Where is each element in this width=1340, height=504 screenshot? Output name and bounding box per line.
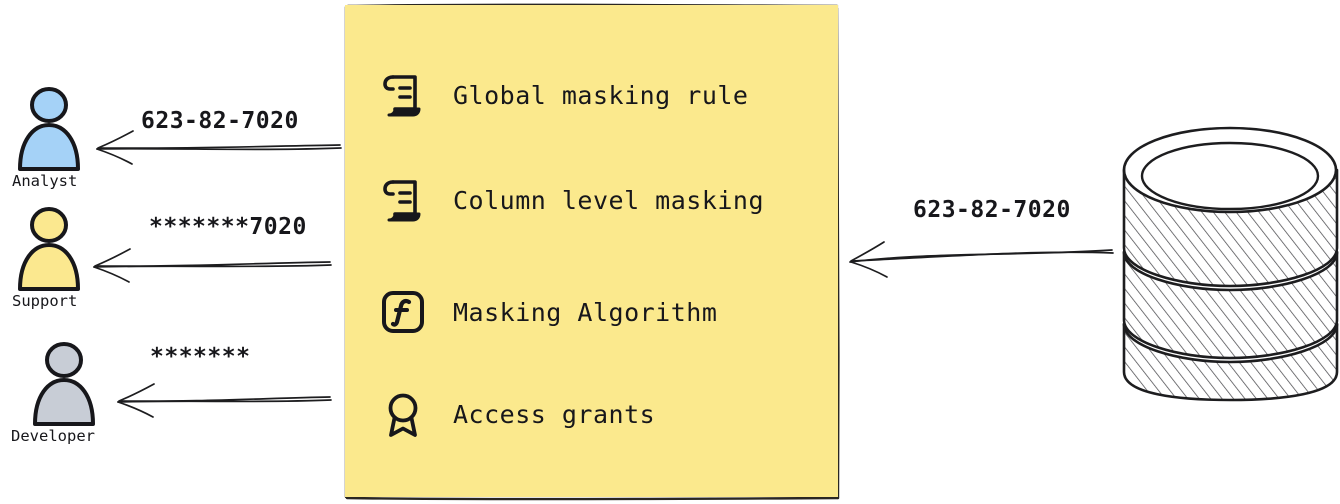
actor-developer[interactable]: Developer bbox=[11, 340, 145, 445]
actor-analyst[interactable]: Analyst bbox=[10, 85, 130, 190]
masking-policy-panel: Global masking rule Column level masking bbox=[345, 5, 838, 497]
policy-item-label: Column level masking bbox=[453, 185, 765, 215]
flow-label-db-to-panel: 623-82-7020 bbox=[913, 197, 1071, 223]
database-inner-rim bbox=[1140, 141, 1320, 211]
policy-item-label: Masking Algorithm bbox=[453, 297, 718, 327]
flow-label-panel-to-support: *******7020 bbox=[149, 214, 307, 240]
scroll-icon bbox=[377, 69, 429, 121]
person-icon bbox=[33, 342, 95, 426]
policy-item-label: Access grants bbox=[453, 399, 656, 429]
actor-label: Developer bbox=[11, 427, 95, 445]
arrow-panel-to-support bbox=[93, 248, 332, 283]
flow-label-panel-to-developer: ******* bbox=[150, 344, 251, 370]
policy-item-access-grants[interactable]: Access grants bbox=[377, 382, 655, 446]
database-cylinder bbox=[1122, 126, 1339, 402]
policy-item-column-level-masking[interactable]: Column level masking bbox=[377, 168, 764, 232]
person-icon bbox=[18, 207, 80, 291]
award-ribbon-icon bbox=[377, 388, 429, 440]
policy-item-label: Global masking rule bbox=[453, 80, 749, 110]
flow-label-panel-to-analyst: 623-82-7020 bbox=[141, 108, 299, 134]
function-icon bbox=[377, 286, 429, 338]
actor-label: Support bbox=[12, 292, 78, 310]
database-icon bbox=[1118, 120, 1340, 402]
person-icon bbox=[18, 87, 80, 171]
arrow-panel-to-analyst bbox=[96, 130, 342, 165]
policy-item-global-masking-rule[interactable]: Global masking rule bbox=[377, 63, 748, 127]
actor-support[interactable]: Support bbox=[10, 205, 130, 310]
scroll-icon bbox=[377, 174, 429, 226]
arrow-panel-to-developer bbox=[117, 383, 332, 418]
actor-label: Analyst bbox=[12, 172, 78, 190]
arrow-db-to-panel bbox=[849, 241, 1114, 278]
policy-item-list: Global masking rule Column level masking bbox=[345, 5, 838, 497]
database-outline bbox=[1122, 168, 1339, 402]
policy-item-masking-algorithm[interactable]: Masking Algorithm bbox=[377, 280, 717, 344]
